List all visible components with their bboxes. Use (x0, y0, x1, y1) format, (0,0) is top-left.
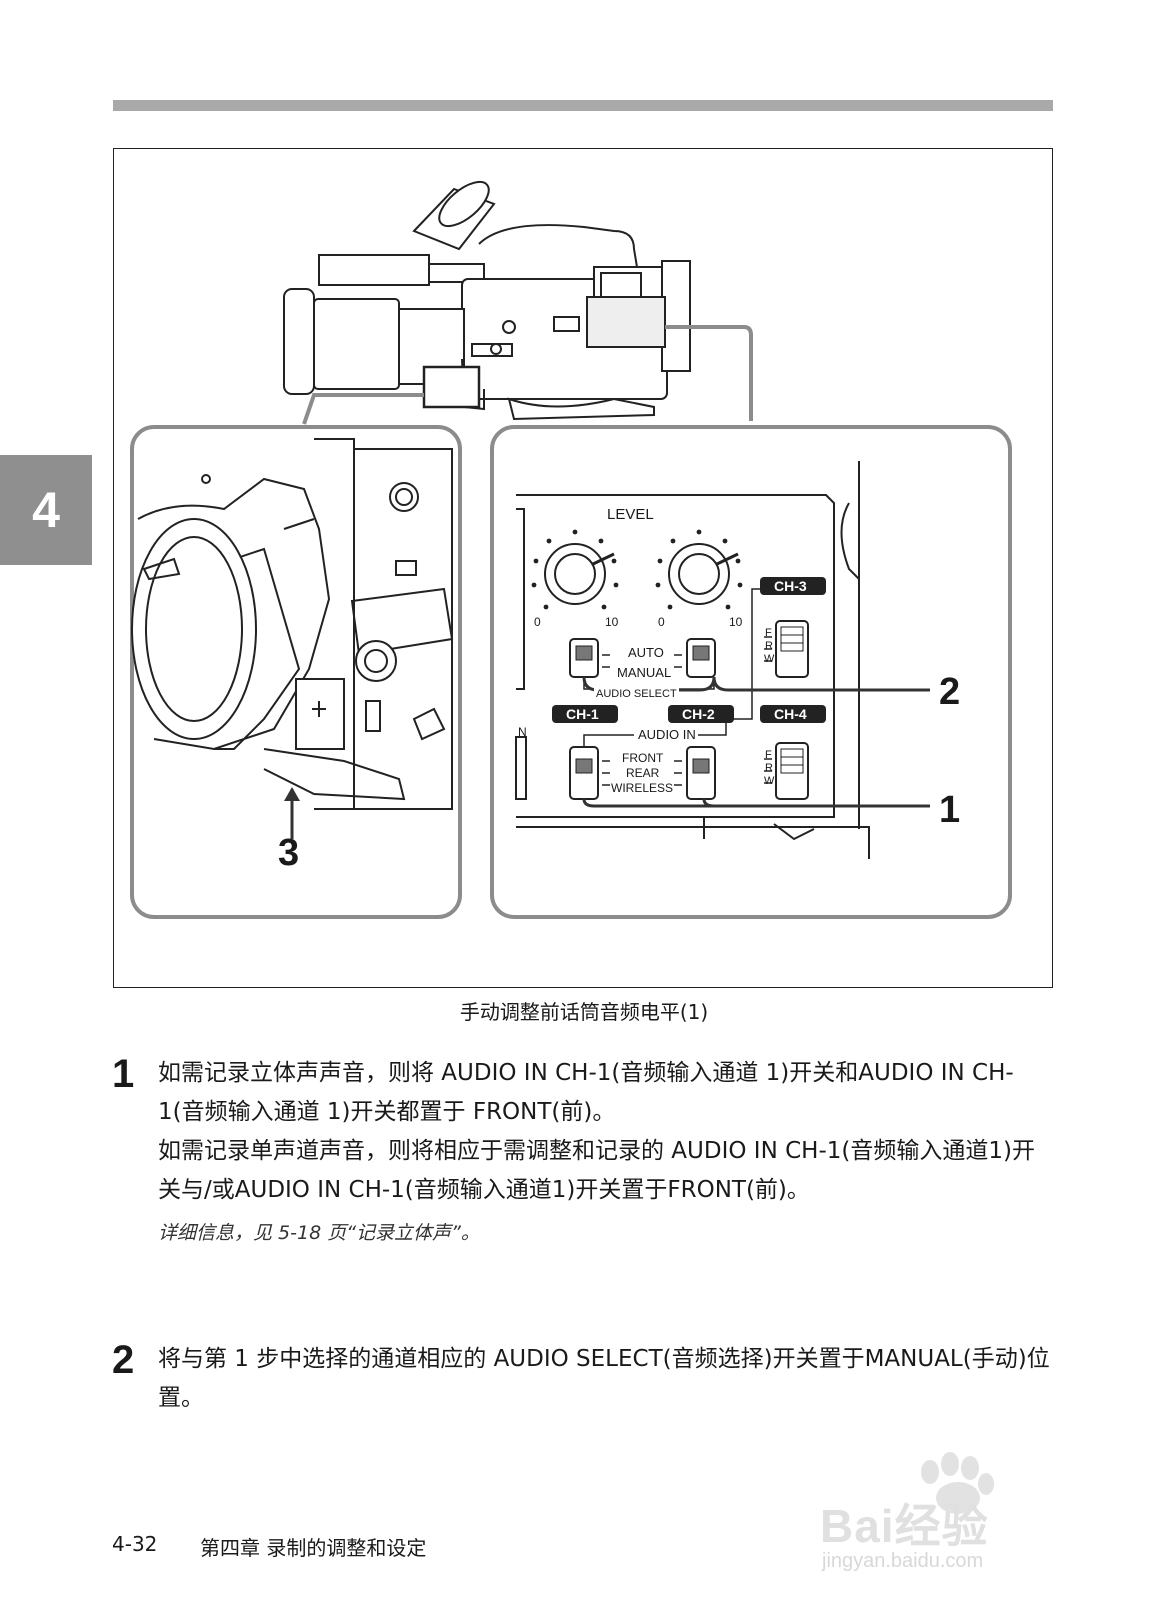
chapter-tab: 4 (0, 455, 92, 565)
ch4-w-label: W (764, 775, 775, 787)
ch4-r-label: R (765, 762, 773, 774)
camcorder-drawing (283, 180, 691, 421)
footer-chapter-title: 第四章 录制的调整和设定 (200, 1536, 427, 1560)
ch4-switch (775, 742, 809, 800)
step-1-text: 如需记录立体声声音，则将 AUDIO IN CH-1(音频输入通道 1)开关和A… (158, 1054, 1053, 1253)
ch1-badge: CH-1 (566, 706, 599, 722)
figure-caption: 手动调整前话筒音频电平(1) (459, 1000, 709, 1024)
level-dial-ch1 (544, 543, 615, 605)
baidu-watermark: Bai经验 jingyan.baidu.com (820, 1450, 1110, 1580)
watermark-brand: Bai经验 (820, 1500, 989, 1552)
ch3-w-label: W (764, 653, 775, 665)
dial-ch2-min-label: 0 (658, 615, 665, 629)
ch3-switch (775, 620, 809, 678)
ch2-badge: CH-2 (682, 706, 715, 722)
dial-ch2-max-label: 10 (729, 615, 743, 629)
audio-select-label: AUDIO SELECT (594, 688, 679, 700)
ch4-f-label: F (765, 749, 772, 761)
figure-illustration (130, 180, 1012, 919)
watermark-url: jingyan.baidu.com (822, 1550, 984, 1572)
callout-1: 1 (939, 789, 961, 831)
step-1-paragraph-2: 如需记录单声道声音，则将相应于需调整和记录的 AUDIO IN CH-1(音频输… (158, 1138, 1035, 1203)
level-dial-ch2 (668, 543, 739, 605)
footer-page-number: 4-32 (112, 1532, 158, 1556)
n-label: N (518, 725, 527, 739)
paw-logo-icon (921, 1452, 994, 1514)
audio-in-label: AUDIO IN (636, 727, 698, 742)
ch4-badge: CH-4 (774, 706, 807, 722)
connector-lines (302, 325, 753, 425)
step-1-note: 详细信息，见 5-18 页“记录立体声”。 (158, 1222, 480, 1244)
channel-badges (552, 577, 826, 723)
audio-select-switch-ch2 (686, 638, 716, 678)
ch3-f-label: F (765, 627, 772, 639)
figure: LEVEL 0 10 0 10 AUTO MANUAL AUDIO SELECT… (113, 148, 1053, 988)
audio-in-switch-ch1 (569, 746, 599, 800)
step-2-paragraph-1: 将与第 1 步中选择的通道相应的 AUDIO SELECT(音频选择)开关置于M… (158, 1346, 1050, 1411)
callout-2: 2 (939, 671, 961, 713)
dial-ch1-min-label: 0 (534, 615, 541, 629)
ch3-badge: CH-3 (774, 578, 807, 594)
top-rule (113, 100, 1053, 111)
level-label: LEVEL (607, 506, 654, 523)
manual-label: MANUAL (617, 665, 672, 680)
ch3-r-label: R (765, 640, 773, 652)
dial-ch1-max-label: 10 (605, 615, 619, 629)
audio-in-switch-ch2 (686, 746, 716, 800)
step-2-text: 将与第 1 步中选择的通道相应的 AUDIO SELECT(音频选择)开关置于M… (158, 1340, 1053, 1418)
left-detail-view (130, 425, 462, 919)
rear-label: REAR (626, 766, 660, 780)
audio-select-switch-ch1 (569, 638, 599, 678)
auto-label: AUTO (628, 645, 664, 660)
chapter-tab-number: 4 (32, 482, 60, 538)
front-label: FRONT (622, 751, 664, 765)
step-1-paragraph-1: 如需记录立体声声音，则将 AUDIO IN CH-1(音频输入通道 1)开关和A… (158, 1060, 1014, 1125)
callout-3: 3 (278, 832, 300, 874)
wireless-label: WIRELESS (611, 781, 674, 795)
step-2-number: 2 (112, 1338, 135, 1382)
right-detail-view (490, 425, 1012, 919)
step-1-number: 1 (112, 1052, 135, 1096)
